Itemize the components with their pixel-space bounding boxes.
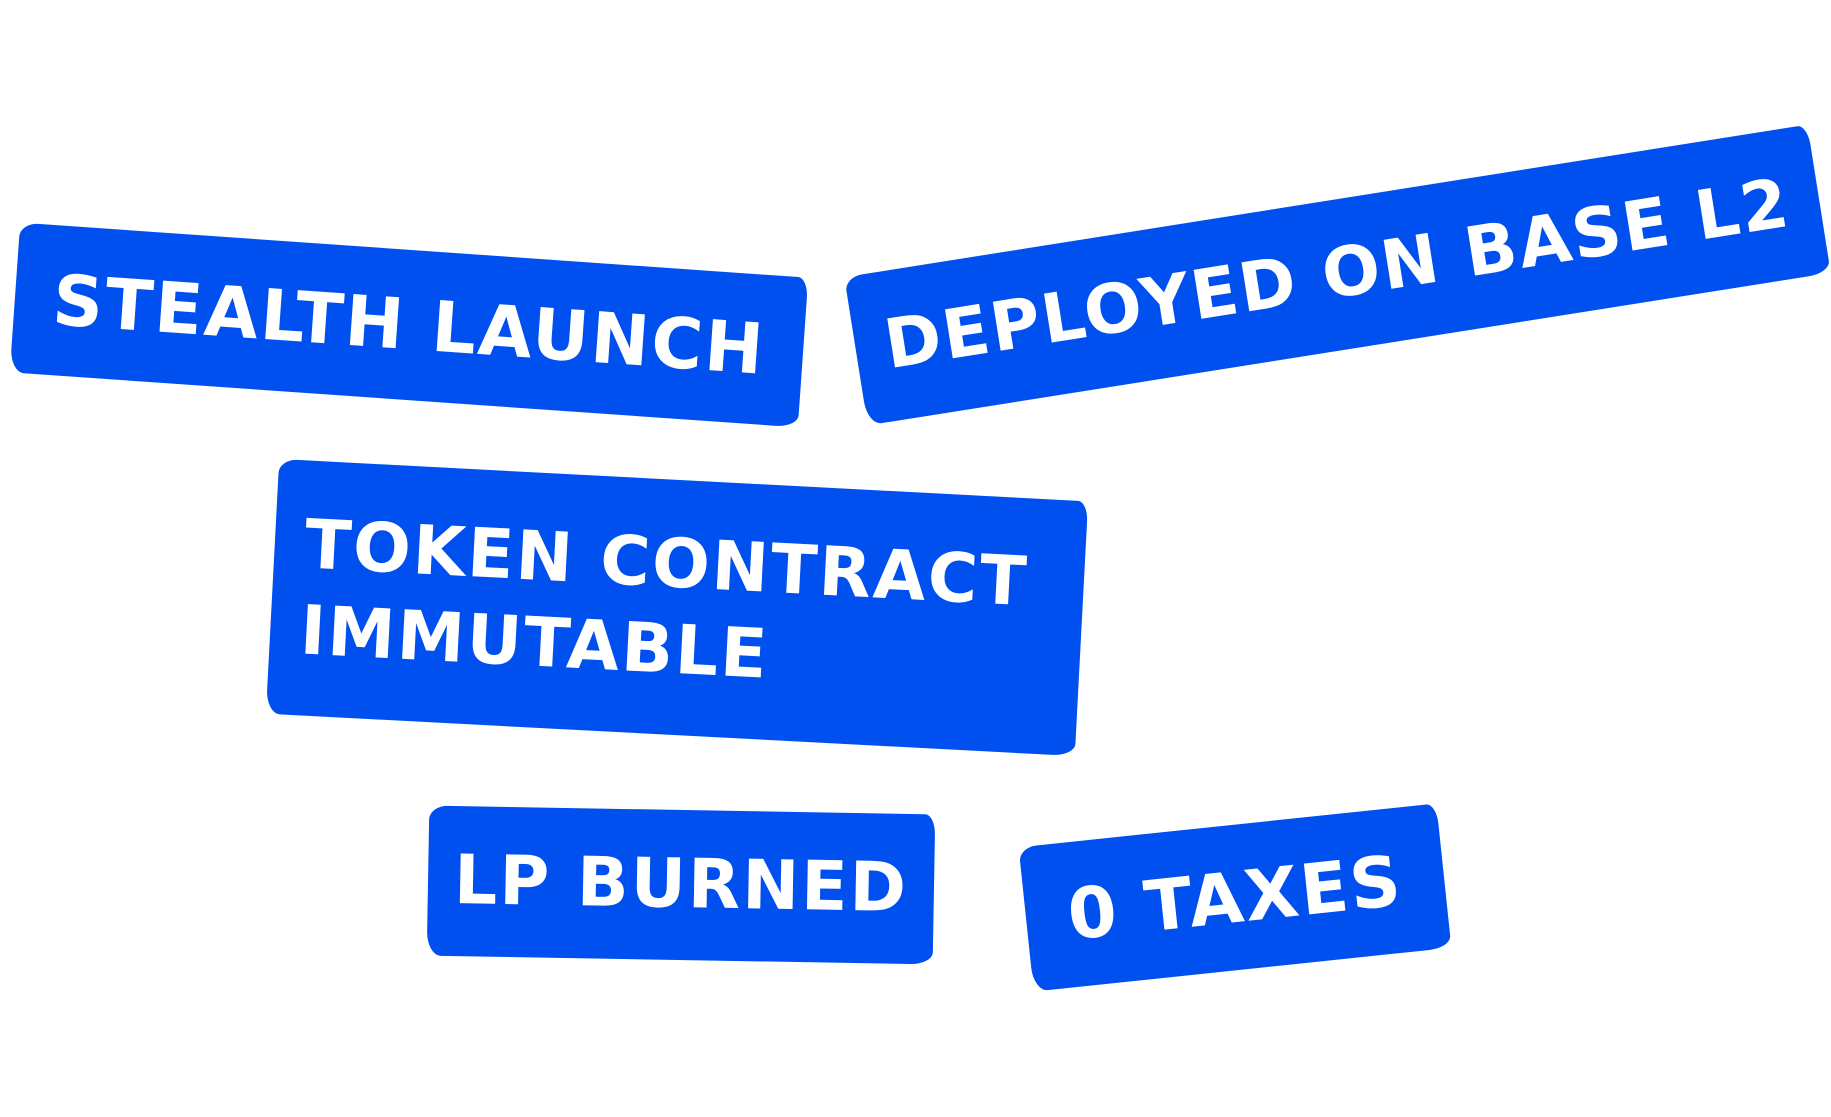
tag-deployed-on-base: Deployed on Base L2 (844, 124, 1831, 426)
tag-lp-burned: LP Burned (426, 805, 936, 965)
tag-label: LP Burned (453, 841, 909, 928)
tag-label-line-2: Immutable (298, 590, 771, 695)
tag-zero-taxes: 0 Taxes (1018, 803, 1452, 992)
tag-label: 0 Taxes (1063, 839, 1407, 956)
tag-label: Deployed on Base L2 (879, 163, 1796, 386)
tag-token-contract-immutable: Token Contract Immutable (265, 458, 1089, 757)
tag-stealth-launch: Stealth Launch (9, 222, 809, 428)
tag-label: Stealth Launch (50, 259, 768, 391)
